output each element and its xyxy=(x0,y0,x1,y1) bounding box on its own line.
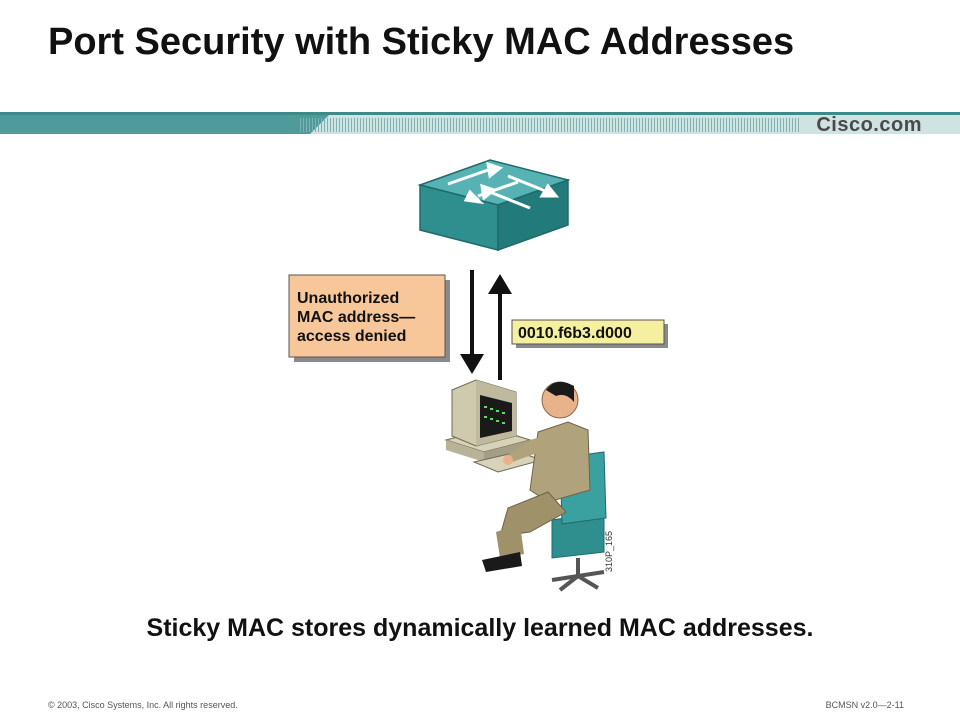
switch-icon xyxy=(417,159,571,252)
denied-arrow xyxy=(460,270,484,374)
denied-label-line-2: MAC address— xyxy=(297,309,415,326)
user-icon xyxy=(482,381,607,592)
mac-callout: 0010.f6b3.d000 xyxy=(511,319,668,348)
course-footer: BCMSN v2.0—2-11 xyxy=(825,700,904,710)
workstation-icon xyxy=(444,379,544,473)
network-diagram: Unauthorized MAC address— access denied … xyxy=(288,159,668,592)
copyright-footer: © 2003, Cisco Systems, Inc. All rights r… xyxy=(48,700,238,710)
denied-label-line-1: Unauthorized xyxy=(297,290,399,307)
denied-label-line-3: access denied xyxy=(297,328,406,345)
slide-caption: Sticky MAC stores dynamically learned MA… xyxy=(146,614,814,642)
denied-callout: Unauthorized MAC address— access denied xyxy=(288,274,450,362)
header-band xyxy=(0,112,960,134)
slide-title: Port Security with Sticky MAC Addresses xyxy=(48,21,795,63)
figure-code: 310P_165 xyxy=(604,531,614,572)
learned-arrow xyxy=(488,274,512,380)
cisco-logo: Cisco.com xyxy=(816,114,922,136)
mac-address-label: 0010.f6b3.d000 xyxy=(518,325,632,342)
